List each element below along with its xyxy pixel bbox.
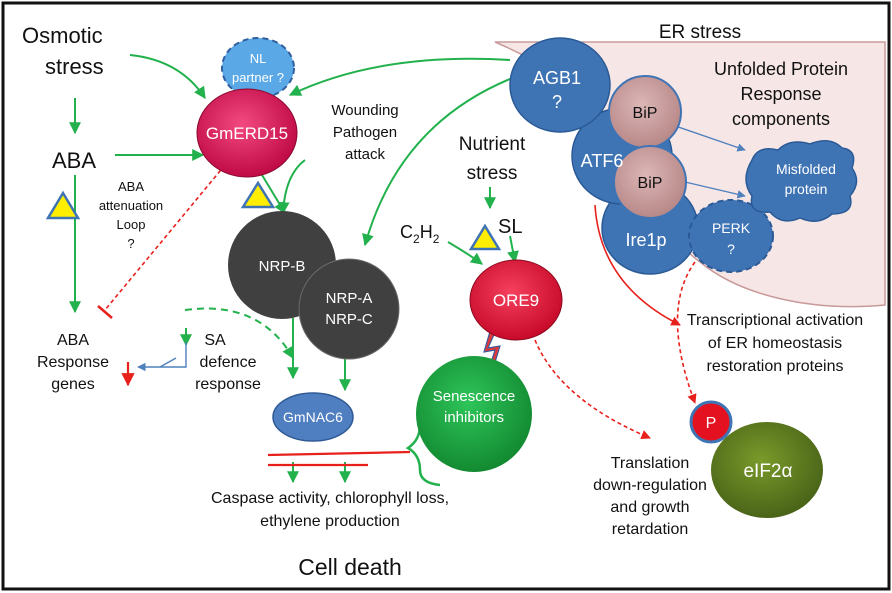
sa-connector [160, 342, 187, 368]
perk-node [688, 199, 774, 273]
label-gmnac6: GmNAC6 [283, 409, 343, 425]
activation-arrows [69, 54, 521, 484]
gmerd15-node [196, 88, 298, 178]
bip-node-2 [613, 145, 687, 219]
gmnac6-node [272, 392, 354, 442]
label-aba-loop-2: attenuation [99, 198, 163, 213]
label-upr-3: components [732, 109, 830, 129]
label-ore9: ORE9 [493, 291, 539, 310]
triangle-icon-sl [468, 223, 502, 251]
label-er-stress: ER stress [659, 22, 741, 43]
label-misfolded-2: protein [785, 181, 828, 197]
arrow-sl-to-ore9 [507, 235, 519, 264]
label-nl-2: partner ? [232, 70, 284, 85]
label-perk-2: ? [727, 241, 735, 257]
nrpa-nrpc-node [298, 258, 400, 360]
agb1-node [509, 37, 611, 133]
phosphate-node [689, 400, 733, 444]
label-perk-1: PERK [712, 220, 751, 236]
label-aba-loop-4: ? [127, 236, 134, 251]
label-transcr-1: Transcriptional activation [687, 312, 863, 329]
label-sl: SL [498, 216, 522, 238]
label-wound-1: Wounding [331, 102, 398, 119]
label-sen-1: Senescence [433, 388, 516, 405]
label-agb1-2: ? [552, 92, 562, 112]
label-gmerd15: GmERD15 [206, 124, 288, 143]
label-transl-3: and growth [610, 499, 689, 516]
label-nrpc: NRP-C [325, 311, 373, 328]
label-aba-loop-1: ABA [118, 179, 144, 194]
arrow-sa-dashed-to-gmnac6 [184, 307, 294, 360]
label-nl-1: NL [250, 51, 267, 66]
ore9-node [469, 259, 563, 341]
label-caspase-1: Caspase activity, chlorophyll loss, [211, 490, 449, 507]
label-transcr-3: restoration proteins [707, 358, 844, 375]
label-bip-1: BiP [633, 105, 658, 122]
label-caspase-2: ethylene production [260, 513, 400, 530]
arrow-ore9-to-translation [534, 339, 651, 440]
nl-partner-node [221, 37, 295, 99]
label-cell-death: Cell death [298, 554, 402, 580]
label-nrpb: NRP-B [259, 258, 306, 275]
arrow-osmotic-to-gmerd15 [129, 54, 206, 100]
label-atf6: ATF6 [581, 151, 624, 171]
label-nrpa: NRP-A [326, 290, 373, 307]
label-sa-2: defence [200, 354, 257, 371]
label-aba-resp-1: ABA [57, 332, 89, 349]
label-p: P [706, 415, 717, 432]
misfolded-protein-node [745, 140, 858, 222]
triangle-icon-gmerd15 [240, 180, 276, 209]
label-c2h2: C2H2 [400, 222, 440, 246]
label-upr-1: Unfolded Protein [714, 59, 848, 79]
inhibition-gmerd15-to-aba-response [104, 164, 226, 311]
label-sen-2: inhibitors [444, 409, 504, 426]
label-aba-resp-2: Response [37, 354, 109, 371]
arrow-bip-to-misfolded-2 [684, 181, 746, 199]
label-ire1p: Ire1p [625, 230, 666, 250]
senescence-inhibitors-node [416, 356, 532, 472]
label-wound-3: attack [345, 146, 386, 163]
label-agb1-1: AGB1 [533, 68, 581, 88]
label-upr-2: Response [740, 84, 821, 104]
label-nutrient-2: stress [467, 163, 518, 184]
label-transl-1: Translation [611, 455, 690, 472]
arrow-agb1-to-nrpa [362, 74, 521, 247]
senescence-block-line-1 [267, 450, 411, 457]
arrow-wounding-to-nrpb [277, 159, 306, 215]
label-osmotic-2: stress [45, 54, 104, 79]
inhibition-arrows [97, 164, 697, 467]
inhibition-bar [97, 305, 113, 319]
label-wound-2: Pathogen [333, 124, 397, 141]
label-eif2a: eIF2α [743, 461, 792, 482]
label-bip-2: BiP [638, 175, 663, 192]
label-transcr-2: of ER homeostasis [708, 335, 842, 352]
arrow-atf6-to-transcription [594, 204, 681, 326]
label-transl-2: down-regulation [593, 477, 707, 494]
label-aba-loop-3: Loop [117, 217, 146, 232]
sa-connector-tick [159, 357, 177, 368]
arrow-agb1-to-gmerd15 [288, 57, 511, 96]
label-aba-resp-3: genes [51, 376, 95, 393]
label-transl-4: retardation [612, 521, 689, 538]
arrow-c2h2-to-ore9 [447, 241, 483, 265]
eif2a-node [711, 422, 823, 518]
triangle-icon-aba [45, 190, 81, 220]
text-labels: Osmotic stress ABA ABA attenuation Loop … [22, 22, 863, 580]
label-aba: ABA [52, 148, 96, 173]
label-osmotic-1: Osmotic [22, 23, 103, 48]
label-sa-3: response [195, 376, 261, 393]
label-misfolded-1: Misfolded [776, 161, 836, 177]
label-sa-1: SA [204, 332, 226, 349]
label-nutrient-1: Nutrient [459, 134, 526, 155]
